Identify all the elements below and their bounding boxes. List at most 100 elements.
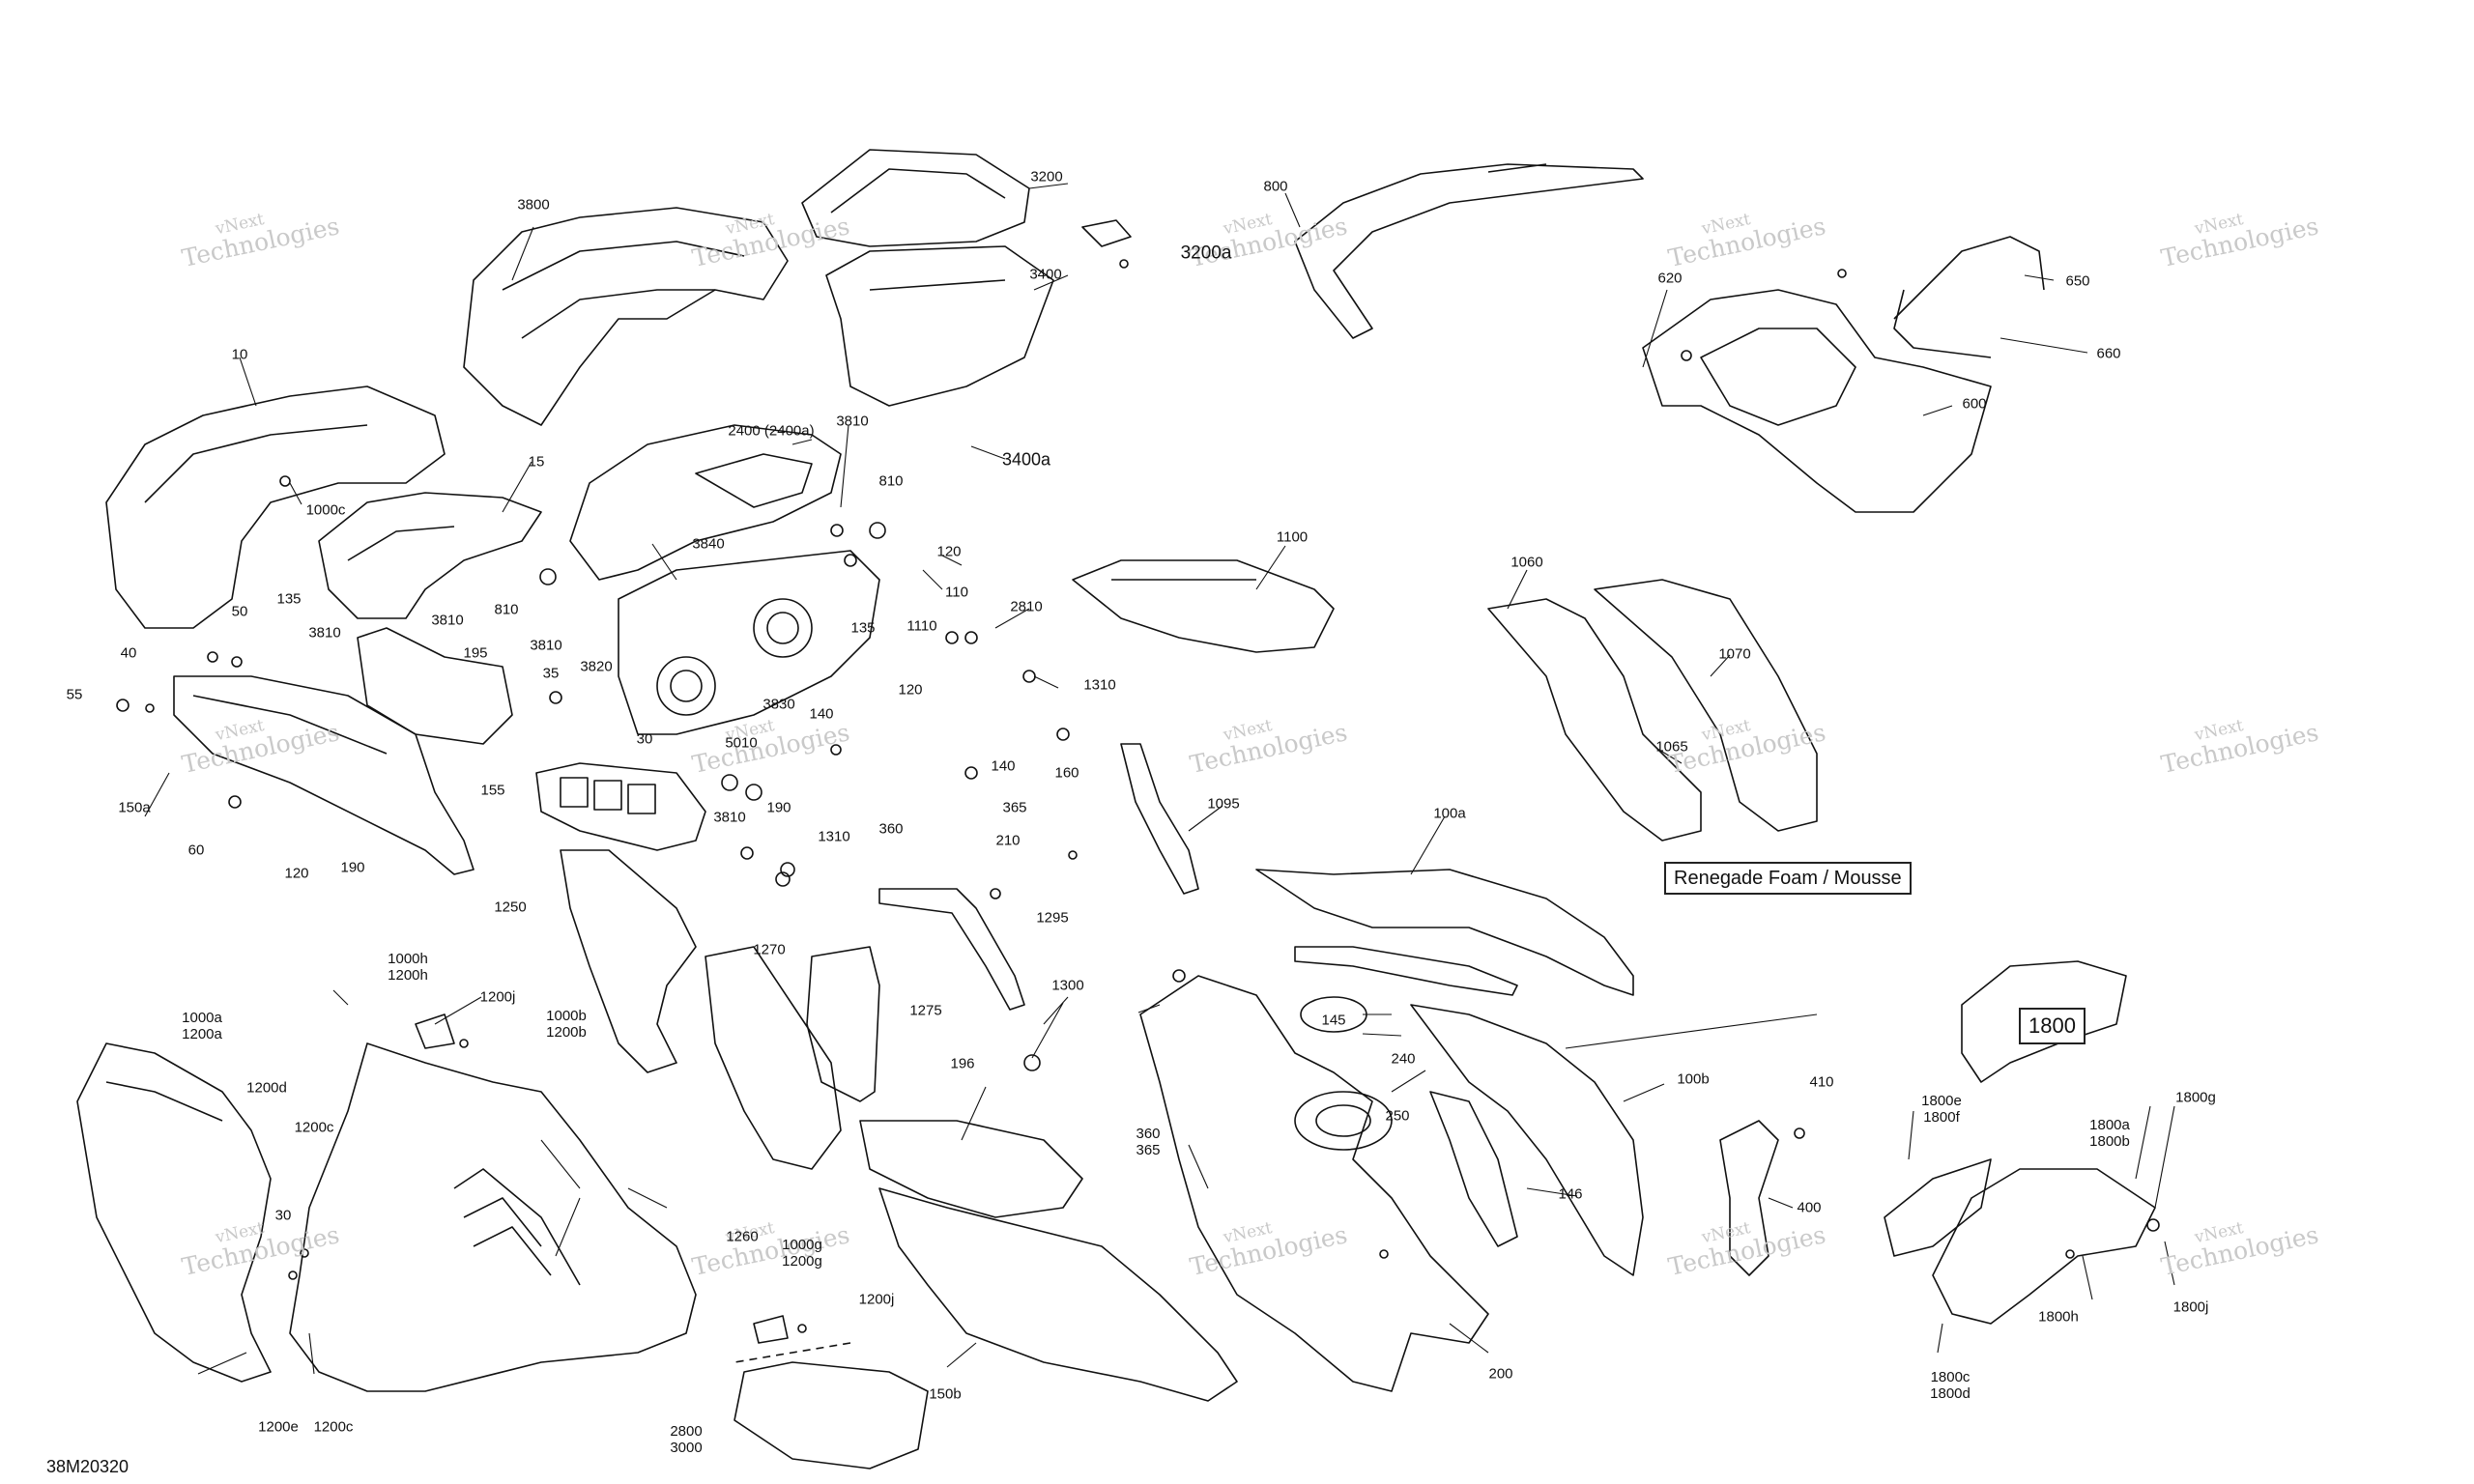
callout-label: 3810 bbox=[836, 413, 869, 430]
callout-label: 660 bbox=[2096, 345, 2121, 362]
callout-label: 1200d bbox=[246, 1079, 287, 1097]
callout-label: 1250 bbox=[494, 899, 527, 916]
callout-box-1800: 1800 bbox=[2019, 1008, 2086, 1044]
callout-label: 1095 bbox=[1207, 795, 1240, 813]
callout-label: 146 bbox=[1558, 1185, 1583, 1203]
callout-label: 800 bbox=[1263, 178, 1288, 195]
callout-label: 140 bbox=[991, 757, 1016, 775]
callout-label: 140 bbox=[809, 705, 834, 723]
callout-label: 5010 bbox=[725, 734, 758, 752]
callout-label: 240 bbox=[1391, 1050, 1416, 1068]
part-3800-drawing bbox=[463, 207, 789, 426]
callout-label: 15 bbox=[528, 453, 545, 471]
callout-label: 160 bbox=[1054, 764, 1079, 782]
callout-label: 200 bbox=[1488, 1365, 1513, 1383]
part-1070-drawing bbox=[1487, 579, 1818, 842]
callout-label: 1000a 1200a bbox=[182, 1010, 222, 1042]
callout-label: 1110 bbox=[906, 617, 937, 635]
callout-label: 60 bbox=[187, 842, 205, 859]
part-200-drawing bbox=[1139, 975, 1489, 1392]
callout-label: 1800a 1800b bbox=[2089, 1117, 2130, 1150]
callout-label: 365 bbox=[1002, 799, 1027, 816]
callout-label: 400 bbox=[1797, 1199, 1822, 1216]
callout-label: 196 bbox=[950, 1055, 975, 1072]
callout-label: 155 bbox=[480, 782, 505, 799]
callout-label: 135 bbox=[850, 619, 876, 637]
callout-label: 1295 bbox=[1036, 909, 1069, 927]
callout-label: 2400 (2400a) bbox=[728, 422, 815, 440]
part-400-drawing bbox=[1719, 1120, 1805, 1276]
callout-label: 1800j bbox=[2172, 1298, 2209, 1316]
callout-label: 3810 bbox=[308, 624, 341, 642]
callout-label: 3200a bbox=[1180, 243, 1232, 264]
callout-label: 120 bbox=[936, 543, 962, 560]
callout-label: 250 bbox=[1385, 1107, 1410, 1125]
callout-label: 410 bbox=[1809, 1073, 1834, 1091]
callout-label: 3840 bbox=[692, 535, 725, 553]
callout-label: 1000g 1200g bbox=[782, 1237, 822, 1270]
part-150a-drawing bbox=[173, 627, 513, 875]
part-3400-drawing bbox=[801, 149, 1132, 407]
callout-label: 620 bbox=[1657, 270, 1683, 287]
part-800-drawing bbox=[1294, 163, 1644, 339]
callout-label: 1100 bbox=[1276, 528, 1309, 546]
callout-label: 145 bbox=[1321, 1012, 1346, 1029]
foam-note-box: Renegade Foam / Mousse bbox=[1664, 862, 1912, 895]
figure-code: 38M20320 bbox=[46, 1457, 129, 1476]
callout-label: 2800 3000 bbox=[670, 1423, 703, 1456]
part-155-drawing bbox=[535, 762, 706, 851]
callout-label: 1800e 1800f bbox=[1921, 1093, 1962, 1126]
callout-label: 1000b 1200b bbox=[546, 1008, 587, 1041]
callout-label: 1270 bbox=[753, 941, 786, 958]
callout-label: 1310 bbox=[818, 828, 850, 845]
callout-label: 1200c bbox=[294, 1119, 334, 1136]
callout-label: 1800h bbox=[2038, 1308, 2079, 1326]
callout-label: 1000h 1200h bbox=[388, 951, 428, 984]
callout-label: 1060 bbox=[1510, 554, 1543, 571]
callout-label: 1000c bbox=[305, 501, 346, 519]
callout-label: 30 bbox=[636, 730, 653, 748]
callout-label: 1260 bbox=[726, 1228, 759, 1245]
callout-label: 810 bbox=[494, 601, 519, 618]
callout-label: 360 bbox=[878, 820, 904, 838]
callout-label: 3820 bbox=[580, 658, 613, 675]
callout-label: 110 bbox=[945, 584, 968, 601]
callout-label: 190 bbox=[766, 799, 791, 816]
callout-label: 150b bbox=[929, 1385, 962, 1403]
callout-label: 40 bbox=[120, 644, 137, 662]
part-10-drawing bbox=[105, 385, 542, 629]
callout-label: 100a bbox=[1433, 805, 1466, 822]
callout-label: 650 bbox=[2065, 272, 2090, 290]
callout-label: 195 bbox=[463, 644, 488, 662]
part-1800-drawing bbox=[1884, 960, 2160, 1325]
callout-label: 135 bbox=[276, 590, 302, 608]
callout-label: 1300 bbox=[1051, 977, 1084, 994]
part-2400-drawing bbox=[569, 424, 880, 735]
callout-label: 210 bbox=[995, 832, 1021, 849]
callout-label: 1200j bbox=[858, 1291, 895, 1308]
callout-label: 30 bbox=[274, 1207, 292, 1224]
callout-label: 1200j bbox=[479, 988, 516, 1006]
part-1250-drawing bbox=[560, 849, 880, 1170]
part-150b-drawing bbox=[734, 1120, 1238, 1470]
callout-label: 1070 bbox=[1718, 645, 1751, 663]
callout-label: 100b bbox=[1677, 1070, 1710, 1088]
part-100a-drawing bbox=[1255, 869, 1634, 996]
callout-label: 3810 bbox=[431, 612, 464, 629]
callout-label: 10 bbox=[231, 346, 248, 363]
part-100b-drawing bbox=[1410, 1004, 1644, 1276]
callout-label: 3800 bbox=[517, 196, 550, 214]
callout-label: 55 bbox=[66, 686, 83, 703]
callout-label: 150a bbox=[118, 799, 151, 816]
callout-label: 1065 bbox=[1655, 738, 1688, 756]
callout-label: 1200e bbox=[258, 1418, 299, 1436]
callout-label: 1310 bbox=[1083, 676, 1116, 694]
part-1100-drawing bbox=[1072, 559, 1335, 653]
callout-label: 1800g bbox=[2175, 1089, 2216, 1106]
callout-label: 360 365 bbox=[1136, 1126, 1161, 1158]
part-1000b-drawing bbox=[289, 1042, 697, 1392]
callout-label: 3400 bbox=[1029, 266, 1062, 283]
callout-label: 3400a bbox=[1001, 449, 1051, 470]
